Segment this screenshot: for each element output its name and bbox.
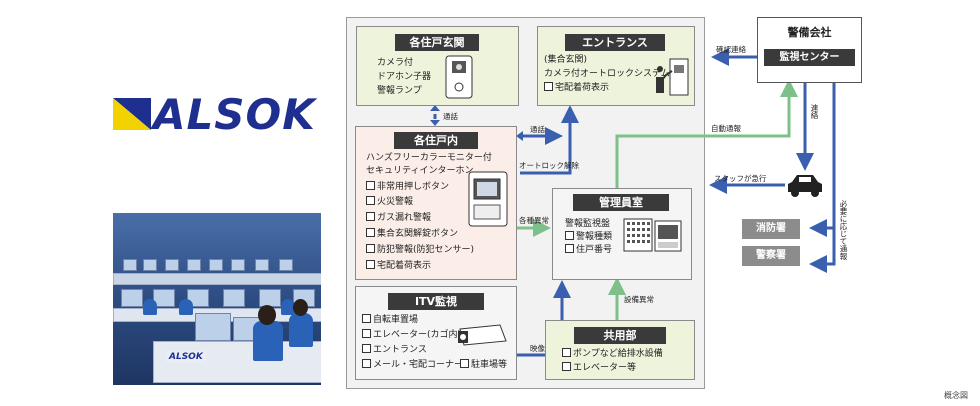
hitsuyo-arrow: [809, 80, 836, 273]
label-eizo: 映像: [530, 344, 545, 353]
inside-unit-check: ガス漏れ警報: [377, 213, 432, 223]
label-kakunin: 確認連絡: [716, 45, 746, 54]
fire-station-badge: 消防署: [742, 219, 800, 239]
label-tsuwa-2: 通話: [530, 125, 545, 134]
intercom-icon: [445, 55, 473, 99]
common-check: ポンプなど給排水設備: [573, 349, 663, 359]
patrol-car-icon: [788, 175, 822, 197]
itv-check: 駐車場等: [471, 360, 508, 370]
manager-check: 警報種類: [576, 232, 613, 242]
common-check: エレベーター等: [573, 363, 637, 373]
inside-unit-line: セキュリティインターホン: [366, 166, 474, 176]
inside-unit-check: 集合玄関解錠ボタン: [377, 229, 459, 239]
box-common: 共用部 ポンプなど給排水設備 エレベーター等: [545, 320, 695, 380]
label-tsuwa-1: 通話: [443, 112, 458, 121]
entrance-common-line: (集合玄関): [544, 55, 588, 65]
box-entrance-each: 各住戸玄関 カメラ付 ドアホン子器 警報ランプ: [356, 26, 519, 106]
itv-title: ITV監視: [388, 293, 484, 310]
inside-unit-line: ハンズフリーカラーモニター付: [366, 153, 492, 163]
label-staff: スタッフが急行: [714, 174, 767, 183]
label-autolock: オートロック解除: [519, 161, 579, 170]
entrance-each-line: カメラ付: [377, 58, 414, 68]
manager-line: 警報監視盤: [565, 219, 611, 229]
label-hitsuyo: 必要に応じて通報: [839, 200, 848, 260]
entrance-each-line: 警報ランプ: [377, 86, 422, 96]
security-camera-icon: [458, 324, 507, 346]
security-company-title: 警備会社: [787, 26, 832, 39]
entrance-common-check: 宅配着荷表示: [555, 83, 610, 93]
manager-check: 住戸番号: [576, 245, 613, 255]
label-kakushu: 各種異常: [519, 216, 549, 225]
itv-check: メール・宅配コーナー: [373, 360, 464, 370]
monitor-intercom-icon: [468, 171, 508, 227]
inside-unit-title: 各住戸内: [394, 132, 478, 149]
entrance-common-line: カメラ付オートロックシステム: [544, 69, 670, 79]
logo-text: ALSOK: [153, 90, 316, 139]
manager-title: 管理員室: [573, 194, 669, 211]
box-entrance-common: エントランス (集合玄関) カメラ付オートロックシステム 宅配着荷表示: [537, 26, 695, 106]
entrance-common-title: エントランス: [565, 34, 665, 51]
box-security-company: 警備会社 監視センター: [757, 17, 862, 83]
inside-unit-check: 防犯警報(防犯センサー): [377, 245, 475, 255]
label-jido: 自動通報: [711, 124, 741, 133]
entrance-each-line: ドアホン子器: [377, 72, 432, 82]
jido-arrow: [615, 79, 798, 188]
monitoring-center-label: 監視センター: [764, 49, 855, 66]
itv-check: エントランス: [373, 345, 427, 355]
inside-unit-check: 宅配着荷表示: [377, 261, 432, 271]
footnote: 概念図: [944, 391, 968, 400]
itv-check: エレベーター(カゴ内): [373, 330, 462, 340]
monitoring-center-photo: [113, 213, 321, 385]
itv-check: 自転車置場: [373, 315, 419, 325]
inside-unit-check: 非常用押しボタン: [377, 182, 450, 192]
photo-desk-label: ALSOK: [166, 351, 206, 363]
autolock-arrow: [520, 105, 579, 175]
common-title: 共用部: [574, 327, 666, 344]
alarm-panel-icon: [623, 218, 682, 252]
logo-mark-icon: [113, 98, 151, 130]
box-inside-unit: 各住戸内 ハンズフリーカラーモニター付 セキュリティインターホン 非常用押しボタ…: [355, 126, 517, 280]
inside-unit-check: 火災警報: [377, 197, 414, 207]
label-renraku: 連絡: [810, 104, 819, 119]
box-manager: 管理員室 警報監視盤 警報種類 住戸番号: [552, 188, 692, 280]
label-setsubi: 設備異常: [624, 295, 654, 304]
police-station-badge: 警察署: [742, 246, 800, 266]
box-itv: ITV監視 自転車置場 エレベーター(カゴ内) エントランス メール・宅配コーナ…: [355, 286, 517, 380]
autolock-panel-icon: [656, 58, 689, 96]
entrance-each-title: 各住戸玄関: [395, 34, 479, 51]
